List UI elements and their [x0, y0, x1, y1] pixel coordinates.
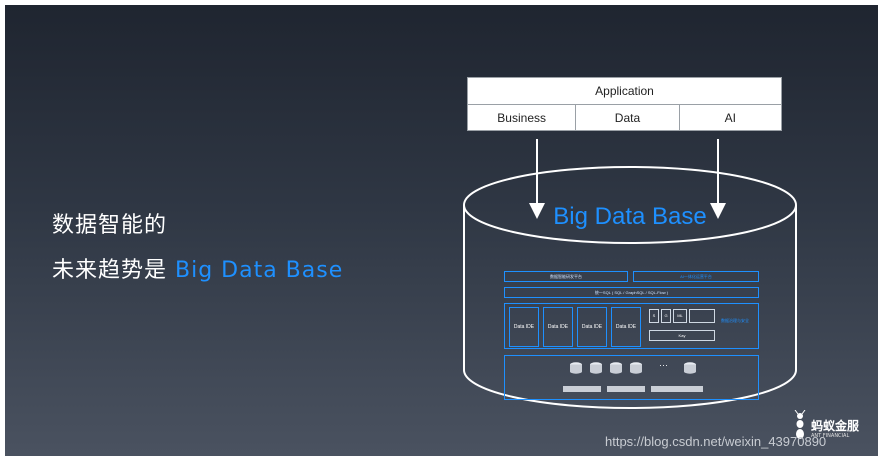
storage-drum-1 [570, 362, 582, 374]
server-rack-3 [651, 386, 703, 392]
cylinder-title: Big Data Base [553, 203, 707, 230]
source-watermark: https://blog.csdn.net/weixin_43970890 [605, 434, 827, 449]
storage-drum-4 [630, 362, 642, 374]
dev-platform-box: 数据智能研发平台 [504, 271, 628, 282]
application-title: Application [468, 78, 781, 105]
arrows [529, 139, 726, 219]
data-ide-box-1: Data IDE [509, 307, 539, 347]
ant-logo-icon [794, 410, 806, 439]
governance-label: 数据治理与安全 [721, 318, 749, 323]
app-cell-business: Business [468, 105, 577, 131]
compute-layer: Data IDE Data IDE Data IDE Data IDE S G … [504, 303, 759, 349]
big-data-base-cylinder: Big Data Base [460, 165, 800, 410]
engine-g: G [661, 309, 671, 323]
storage-layer: ··· [504, 355, 759, 400]
cylinder-shape [463, 166, 797, 409]
engine-other [689, 309, 715, 323]
headline-line-1-text: 数据智能的 [52, 213, 168, 238]
app-cell-ai: AI [724, 111, 736, 125]
kv-store: Kay [649, 330, 715, 341]
server-rack-1 [563, 386, 601, 392]
slide: 数据智能的 未来趋势是 Big Data Base Application Bu… [5, 5, 878, 456]
architecture-detail: 数据智能研发平台 AI一体化运营平台 统一SQL ( SQL / GraphSQ… [502, 271, 760, 403]
data-ide-box-3: Data IDE [577, 307, 607, 347]
headline-line-2: 未来趋势是 Big Data Base [52, 252, 343, 284]
engine-s: S [649, 309, 659, 323]
ellipsis-icon: ··· [659, 360, 668, 370]
headline-accent: Big Data Base [175, 258, 344, 283]
headline-line-1: 数据智能的 [52, 207, 167, 239]
unified-sql-bar: 统一SQL ( SQL / GraphSQL / SQL-Flow ) [504, 287, 759, 298]
storage-drum-5 [684, 362, 696, 374]
ant-financial-logo-text: 蚂蚁金服 [811, 419, 860, 433]
storage-drum-2 [590, 362, 602, 374]
app-cell-data: Data [576, 105, 680, 131]
data-ide-box-4: Data IDE [611, 307, 641, 347]
ant-financial-logo-subtext: ANT FINANCIAL [811, 433, 850, 439]
application-cells: Business Data AI [468, 105, 781, 131]
ai-platform-box: AI一体化运营平台 [633, 271, 759, 282]
data-ide-box-2: Data IDE [543, 307, 573, 347]
engine-ml: ML [673, 309, 687, 323]
storage-drum-3 [610, 362, 622, 374]
server-rack-2 [607, 386, 645, 392]
headline-line-2-prefix: 未来趋势是 [52, 258, 175, 283]
application-stack: Application Business Data AI [467, 77, 782, 131]
